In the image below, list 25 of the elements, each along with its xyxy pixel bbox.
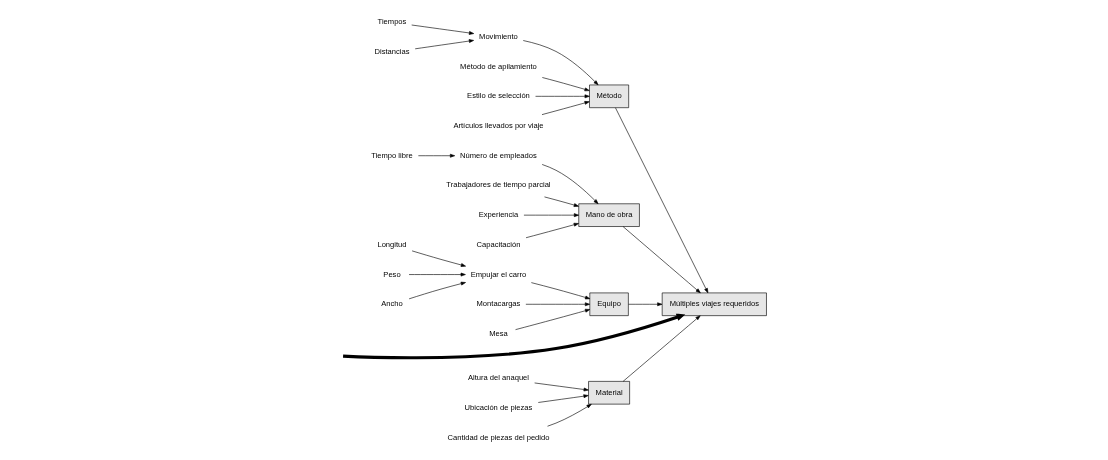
arrow — [627, 302, 662, 307]
arrow — [414, 39, 474, 50]
arrow — [537, 394, 589, 403]
arrow — [342, 313, 685, 360]
arrow — [622, 226, 701, 294]
arrow — [408, 272, 466, 277]
arrow — [514, 308, 590, 330]
arrow — [541, 77, 590, 92]
arrow — [408, 281, 466, 300]
arrow — [525, 302, 590, 307]
arrow — [614, 107, 708, 294]
arrow — [622, 315, 700, 382]
arrow — [541, 164, 598, 204]
arrow — [410, 24, 474, 35]
arrow — [543, 196, 579, 207]
arrow — [546, 403, 592, 427]
arrow — [523, 213, 579, 217]
arrow — [522, 40, 598, 86]
arrow — [541, 101, 590, 115]
arrow — [534, 94, 590, 99]
arrow — [411, 250, 466, 267]
arrow — [530, 282, 590, 300]
arrow — [525, 222, 579, 239]
arrow — [533, 382, 589, 392]
arrow — [417, 153, 455, 158]
